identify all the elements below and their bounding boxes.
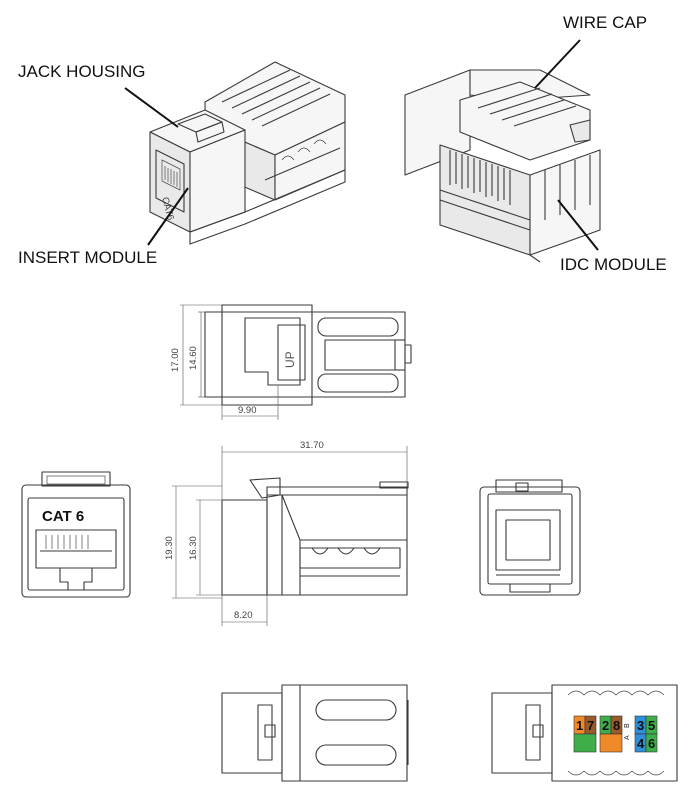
dim-height-inner-top: 14.60 — [188, 346, 199, 370]
isometric-view-rear — [404, 69, 601, 263]
dim-width-front-side: 8.20 — [234, 610, 253, 621]
dim-height-outer-side: 19.30 — [164, 536, 175, 560]
dim-length-total: 31.70 — [300, 440, 324, 451]
top-view: UP 17.00 14.60 9.90 — [170, 304, 412, 420]
callout-idc-module: IDC MODULE — [557, 199, 667, 274]
pin-label-2: 2 — [602, 718, 609, 733]
dim-height-inner-side: 16.30 — [188, 536, 199, 560]
pin-label-7: 7 — [587, 718, 594, 733]
front-view: CAT 6 — [21, 471, 131, 598]
side-view: 31.70 19.30 16.30 8.20 — [164, 440, 409, 626]
wire-cap-label: WIRE CAP — [563, 13, 647, 32]
scheme-a-label: A — [624, 735, 631, 740]
scheme-b-label: B — [624, 723, 631, 728]
pin-label-1: 1 — [576, 718, 583, 733]
cat6-label: CAT 6 — [42, 508, 84, 525]
dim-height-outer-top: 17.00 — [170, 348, 181, 372]
pin-label-8: 8 — [613, 718, 620, 733]
pin-block-6 — [645, 733, 658, 753]
pin-label-3: 3 — [637, 718, 644, 733]
wiring-view: 1 7 2 8 3 5 4 6 B A — [491, 684, 678, 782]
rear-view — [479, 479, 581, 596]
jack-housing-label: JACK HOUSING — [18, 62, 146, 81]
pin-label-6: 6 — [648, 736, 655, 751]
dim-width-front-top: 9.90 — [238, 405, 257, 416]
idc-module-label: IDC MODULE — [560, 255, 667, 274]
insert-module-label: INSERT MODULE — [18, 248, 157, 267]
isometric-view-front: CAT6 — [149, 61, 346, 245]
pin-label-4: 4 — [637, 736, 645, 751]
callout-wire-cap: WIRE CAP — [534, 13, 647, 89]
pin-label-5: 5 — [648, 718, 655, 733]
up-label: UP — [283, 351, 297, 368]
bottom-view — [221, 684, 409, 782]
callout-insert-module: INSERT MODULE — [18, 187, 189, 267]
callout-jack-housing: JACK HOUSING — [18, 62, 179, 128]
